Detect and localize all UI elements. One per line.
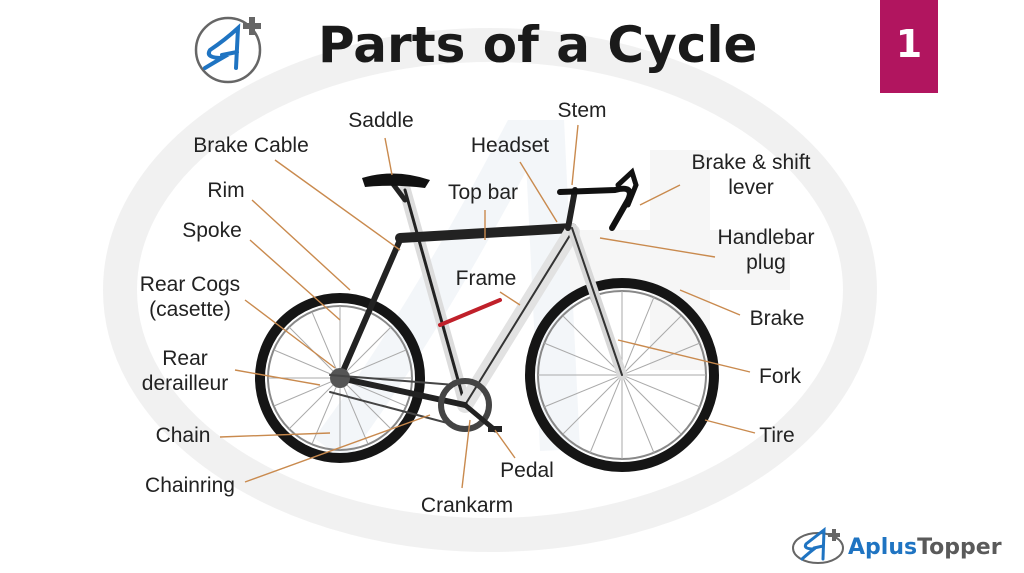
- label-chainring: Chainring: [145, 474, 235, 497]
- label-line: (casette): [149, 298, 231, 321]
- leader-lines: [219, 124, 756, 489]
- aplustopper-logo-icon: [194, 16, 262, 84]
- page-title: Parts of a Cycle: [318, 16, 758, 74]
- label-line: Handlebar: [717, 226, 815, 249]
- label-rear-cogs: Rear Cogs(casette): [140, 272, 240, 322]
- brand-wordmark: AplusTopper: [848, 535, 1002, 560]
- label-fork: Fork: [759, 365, 801, 388]
- label-saddle: Saddle: [348, 109, 414, 132]
- label-brake: Brake: [749, 307, 805, 330]
- label-line: Rear: [162, 347, 208, 370]
- label-brake-cable: Brake Cable: [193, 134, 309, 157]
- label-pedal: Pedal: [500, 459, 554, 482]
- bike-frame: [329, 167, 639, 433]
- label-chain: Chain: [155, 424, 211, 447]
- label-rim: Rim: [207, 179, 245, 202]
- aplustopper-small-logo-icon: [792, 526, 844, 564]
- label-line: Rear Cogs: [139, 273, 241, 296]
- label-line: Brake & shift: [691, 151, 811, 174]
- brand-part-1: Aplus: [848, 535, 918, 560]
- brand-part-2: Topper: [917, 535, 1002, 560]
- label-line: lever: [728, 176, 774, 199]
- slide-number-badge: 1: [880, 0, 938, 93]
- label-line: derailleur: [141, 372, 229, 395]
- label-top-bar: Top bar: [447, 181, 519, 204]
- label-frame: Frame: [455, 267, 517, 290]
- label-headset: Headset: [470, 134, 550, 157]
- label-crankarm: Crankarm: [420, 494, 514, 517]
- label-stem: Stem: [557, 99, 607, 122]
- label-tire: Tire: [759, 424, 795, 447]
- label-line: plug: [746, 251, 786, 274]
- label-spoke: Spoke: [182, 219, 242, 242]
